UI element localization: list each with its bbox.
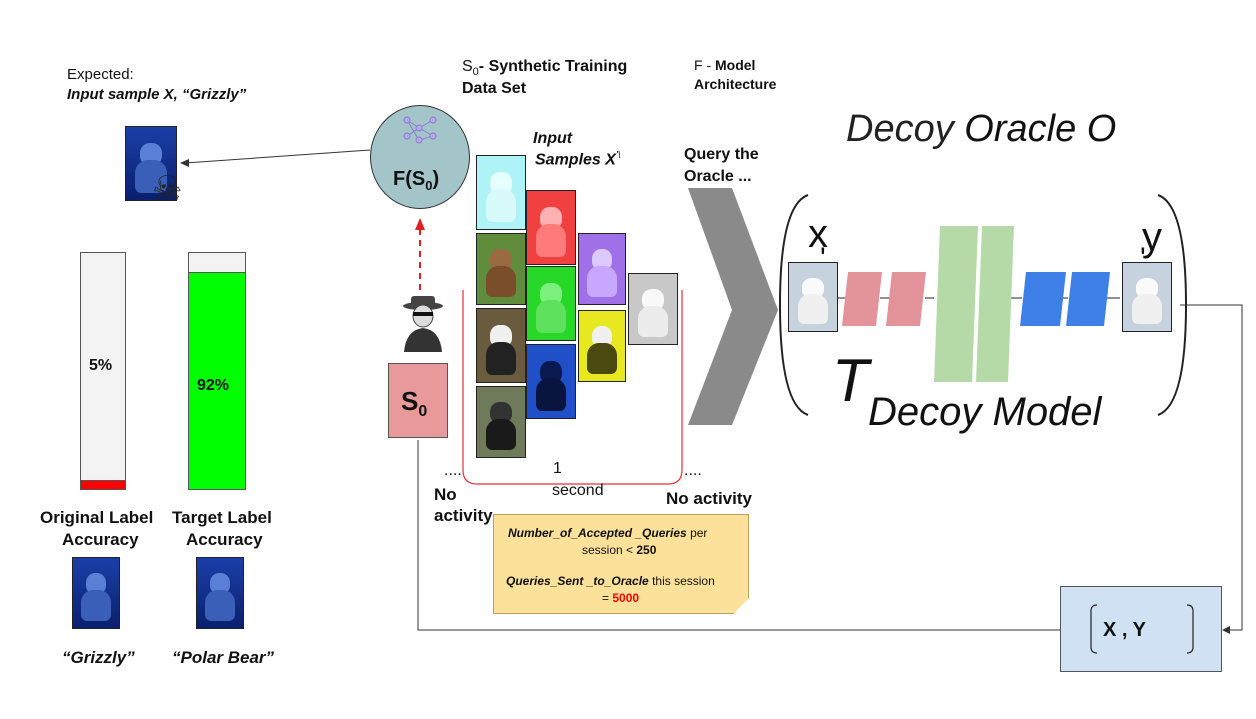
f-title-line2: Architecture	[694, 76, 777, 92]
decoy-model-t-label: T	[832, 347, 869, 414]
green-layer-2	[976, 226, 1014, 382]
s0-box-label: S0	[401, 386, 428, 421]
pink-layer-2	[886, 272, 926, 326]
time-window-bracket	[462, 290, 683, 485]
neural-network-icon	[403, 116, 437, 144]
model-input-x-label: x	[808, 212, 828, 256]
input-samples-label-2: Samples X'\	[535, 150, 621, 169]
xy-pairs-box: X , Y	[1060, 586, 1222, 672]
decoy-model-label: Decoy Model	[868, 390, 1102, 434]
blue-layer-2	[1066, 272, 1110, 326]
sample-bear-brown	[476, 233, 526, 305]
queries-sent-line: Queries_Sent _to_Oracle this session	[506, 574, 715, 588]
accepted-queries-line: Number_of_Accepted _Queries per	[508, 526, 708, 540]
expected-label: Expected:	[67, 66, 134, 83]
model-output-image	[1122, 262, 1172, 332]
sample-bear-cyan	[476, 155, 526, 230]
model-paren-left	[778, 194, 809, 416]
expected-sample: Input sample X, “Grizzly”	[67, 86, 247, 103]
sample-bear-yellow	[578, 310, 626, 382]
query-oracle-label-2: Oracle ...	[684, 168, 752, 185]
target-label-title: Target Label	[172, 508, 272, 527]
oracle-title: Decoy Oracle O	[846, 108, 1117, 150]
sample-bear-red	[526, 190, 576, 265]
sample-bear-polar	[628, 273, 678, 345]
input-samples-label: Input	[533, 130, 573, 147]
timeline-dots-right: ....	[684, 462, 702, 479]
timeline-dots-left: ....	[444, 462, 462, 479]
model-output-y-prime: '	[1140, 242, 1146, 275]
original-label-accuracy-bar: 5%	[80, 252, 126, 490]
queries-sent-line-2: = 5000	[602, 591, 640, 605]
model-input-image	[788, 262, 838, 332]
original-label-title: Original Label	[40, 508, 154, 527]
timeline-one: 1	[553, 460, 562, 477]
xy-pairs-label: X , Y	[1103, 619, 1146, 641]
model-output-y-label: y	[1142, 215, 1162, 259]
s0-title-line2: Data Set	[462, 80, 527, 97]
xy-brackets	[1090, 604, 1194, 654]
no-activity-left-2: activity	[434, 506, 493, 525]
f-node-label: F(S0)	[393, 168, 440, 193]
sample-bear-blue	[526, 344, 576, 419]
blue-layer-1	[1020, 272, 1066, 326]
original-label-accuracy-fill	[81, 479, 125, 489]
no-activity-left: No	[434, 485, 457, 504]
target-label-title-2: Accuracy	[186, 530, 263, 549]
polar-bear-caption-image	[196, 557, 244, 629]
target-label-accuracy-fill	[189, 271, 245, 489]
query-oracle-label: Query the	[684, 146, 759, 163]
f-to-sample-arrow	[184, 149, 371, 164]
grizzly-caption: “Grizzly”	[62, 648, 135, 667]
sample-bear-black	[476, 386, 526, 458]
timeline-second: second	[552, 482, 604, 499]
s0-dataset-box: S0	[388, 363, 448, 438]
model-input-x-prime: '	[820, 242, 826, 275]
target-label-accuracy-value: 92%	[197, 377, 230, 394]
query-oracle-chevron	[688, 188, 778, 425]
query-stats-note: Number_of_Accepted _Queries per session …	[493, 514, 749, 614]
pink-layer-1	[842, 272, 882, 326]
f-model-node: F(S0)	[370, 105, 470, 209]
sample-bear-panda	[476, 308, 526, 383]
f-title: F - Model	[694, 57, 756, 73]
sample-bear-purple	[578, 233, 626, 305]
green-layer-1	[934, 226, 978, 382]
original-label-accuracy-value: 5%	[89, 357, 113, 374]
grizzly-sample-image	[125, 126, 177, 201]
grizzly-caption-image	[72, 557, 120, 629]
sample-bear-green	[526, 266, 576, 341]
target-label-accuracy-bar: 92%	[188, 252, 246, 490]
skull-crossbones-icon: ☠	[152, 170, 183, 208]
polar-bear-caption: “Polar Bear”	[172, 648, 275, 667]
accepted-queries-line-2: session < 250	[582, 543, 657, 557]
adversary-spy-icon	[400, 296, 446, 352]
original-label-title-2: Accuracy	[62, 530, 139, 549]
no-activity-right: No activity	[666, 489, 752, 508]
s0-title: S0- Synthetic Training	[462, 58, 628, 79]
